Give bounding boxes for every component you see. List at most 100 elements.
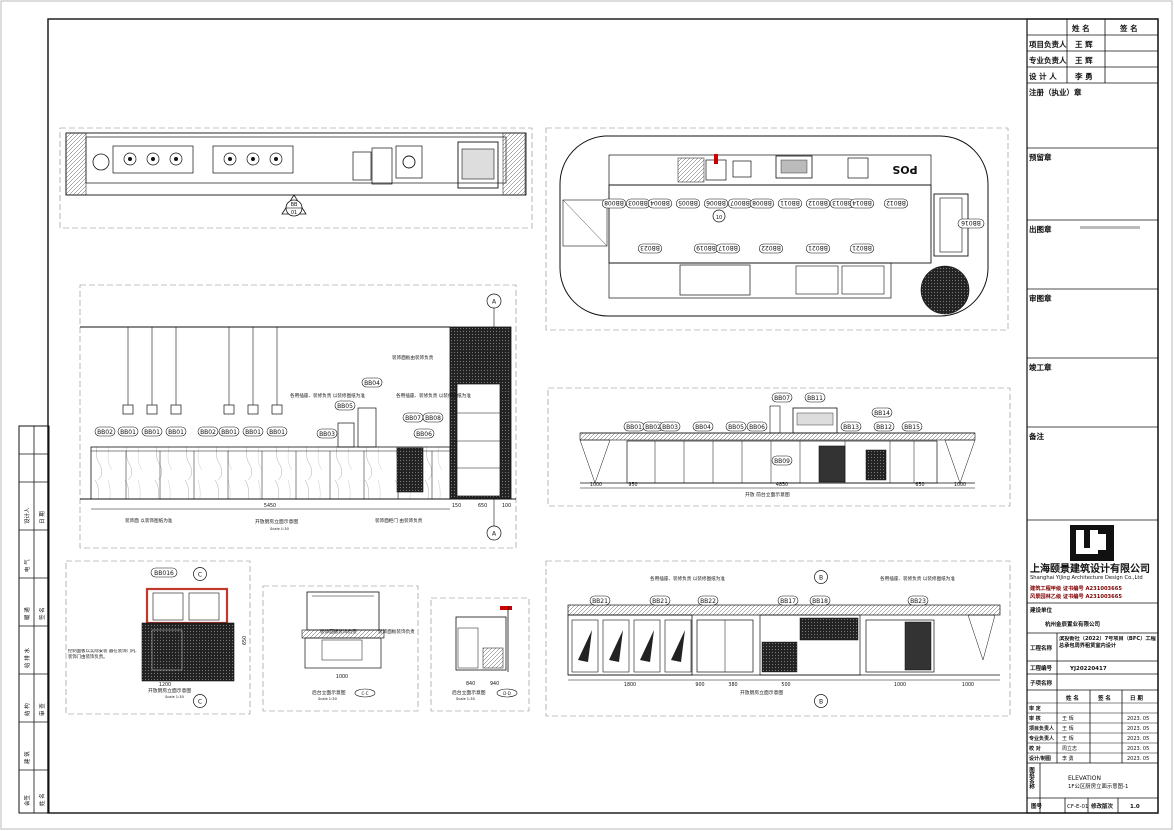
- sheet-no: CF-E-01: [1067, 804, 1088, 810]
- glass-reflection-mark: [609, 630, 623, 662]
- burner-icon: [223, 152, 237, 166]
- cooktop: [212, 145, 294, 174]
- sign-date: 2023. 05: [1127, 726, 1149, 732]
- decor-panel: [141, 622, 235, 682]
- drawing-title-cn: 1F公区厨房立面示意图-1: [1068, 782, 1128, 790]
- svg-text:C-C: C-C: [361, 691, 368, 696]
- tag-label: BB11: [807, 395, 823, 402]
- tag-label: BB05: [337, 403, 353, 410]
- tb-role: 设 计 人: [1029, 71, 1057, 81]
- sheet-frame: [47, 18, 1159, 814]
- dim: 650: [242, 636, 248, 645]
- tag-label: BB17: [780, 598, 796, 605]
- pendant-lamp-icon: [122, 404, 134, 415]
- tag-label: BB008: [752, 199, 772, 206]
- elev-b-tag: BB05: [725, 421, 747, 432]
- elev-a-tag: BB03: [316, 428, 338, 439]
- pendant-lamp-icon: [247, 404, 259, 415]
- rev-label: 修改版次: [1090, 802, 1114, 810]
- burner-icon: [269, 152, 283, 166]
- dim: 150: [452, 503, 461, 509]
- plan-tag-right: BB016: [957, 218, 985, 229]
- burner-icon: [246, 152, 260, 166]
- svg-text:B: B: [819, 699, 823, 706]
- elev-e-tag: BB21: [649, 595, 671, 606]
- company-name-cn: 上海颐景建筑设计有限公司: [1030, 562, 1150, 575]
- dim: 380: [728, 682, 737, 688]
- svg-text:A: A: [492, 299, 497, 306]
- dim: 1800: [624, 682, 636, 688]
- sign-role: 设计/制图: [1029, 755, 1051, 762]
- plant-symbol: [920, 265, 970, 315]
- dim: 840: [466, 681, 475, 687]
- strip-label: 结 构: [23, 703, 31, 716]
- burner-icon: [146, 152, 160, 166]
- plan-tag: BB008: [601, 198, 627, 209]
- elev-cc-note: 装饰面板装饰负责: [320, 628, 357, 635]
- tb-stamp: 预留章: [1029, 152, 1052, 162]
- tag-label: BB006: [706, 199, 726, 206]
- sign-role: 项目负责人: [1029, 725, 1055, 732]
- tag-label: BB005: [678, 199, 698, 206]
- fryer-unit: [457, 141, 499, 189]
- svg-text:BB: BB: [291, 202, 298, 208]
- dim: 900: [695, 682, 704, 688]
- elev-b-tag: BB07: [771, 392, 793, 403]
- elev-a-tag: BB06: [413, 428, 435, 439]
- sign-role: 专业负责人: [1029, 735, 1055, 742]
- sign-name: 王 辉: [1062, 735, 1074, 742]
- strip-label: 日 期: [39, 511, 46, 524]
- plan-tag: BB012: [805, 198, 831, 209]
- strip-label: 给 排 水: [23, 648, 31, 668]
- tag-label: BB019: [696, 244, 716, 251]
- tag-label: BB04: [695, 424, 711, 431]
- tag-label: BB07: [405, 415, 421, 422]
- tag-label: BB21: [592, 598, 608, 605]
- tb-stamp: 备注: [1028, 431, 1045, 441]
- dim: 940: [490, 681, 499, 687]
- elev-e-tag: BB22: [697, 595, 719, 606]
- company-name-en: Shanghai YiJing Architecture Design Co.,…: [1030, 575, 1143, 581]
- sign-head: 签 名: [1097, 694, 1111, 702]
- tb-role: 专业负责人: [1029, 55, 1067, 65]
- elev-c-note: 控制面板以实际安装 器在装饰门内,装饰门由装饰负责。: [68, 649, 137, 660]
- sign-name: 王 辉: [1062, 715, 1074, 722]
- tag-label: BB18: [812, 598, 828, 605]
- elev-b-tag: BB01: [623, 421, 645, 432]
- elev-e-title: 开放厨房立面示意图: [740, 689, 783, 696]
- tag-label: BB014: [852, 199, 872, 206]
- dim: 950: [628, 482, 637, 488]
- dim: 1000: [954, 482, 966, 488]
- tag-label: BB06: [416, 431, 432, 438]
- tag-label: BB01: [221, 429, 237, 436]
- svg-text:C: C: [198, 699, 202, 706]
- sign-role: 审 核: [1029, 715, 1041, 722]
- elev-a-tag: BB01: [165, 426, 187, 437]
- rev-value: 1.0: [1130, 804, 1140, 810]
- sign-name: 周立志: [1062, 745, 1077, 752]
- burner-core: [251, 157, 255, 161]
- tb-role-name: 李 勇: [1074, 71, 1093, 81]
- fridge-door: [602, 619, 630, 673]
- tag-label: BB01: [168, 429, 184, 436]
- svg-text:C: C: [198, 572, 202, 579]
- plan-tag: BB021: [849, 243, 875, 254]
- company-seal-placeholder: [1080, 226, 1140, 229]
- dim: 4850: [776, 482, 788, 488]
- project-name: 滨投街社（2022）7号项目（BFC）工程总承包周界租赁室内设计: [1059, 636, 1156, 649]
- tag-label: BB01: [245, 429, 261, 436]
- svg-text:BB016: BB016: [961, 219, 981, 226]
- tag-label: BB022: [761, 244, 781, 251]
- elev-a-note: 装饰面板由装饰负责: [392, 354, 434, 361]
- elev-a-tag: BB01: [117, 426, 139, 437]
- glass-reflection-mark: [640, 630, 654, 662]
- burner-icon: [123, 152, 137, 166]
- plan-center-tag: 10: [716, 215, 722, 221]
- fridge-door: [571, 619, 599, 673]
- pos-label: POS: [892, 163, 917, 176]
- dim: 1200: [159, 682, 171, 688]
- tb-stamp: 出图章: [1029, 224, 1052, 234]
